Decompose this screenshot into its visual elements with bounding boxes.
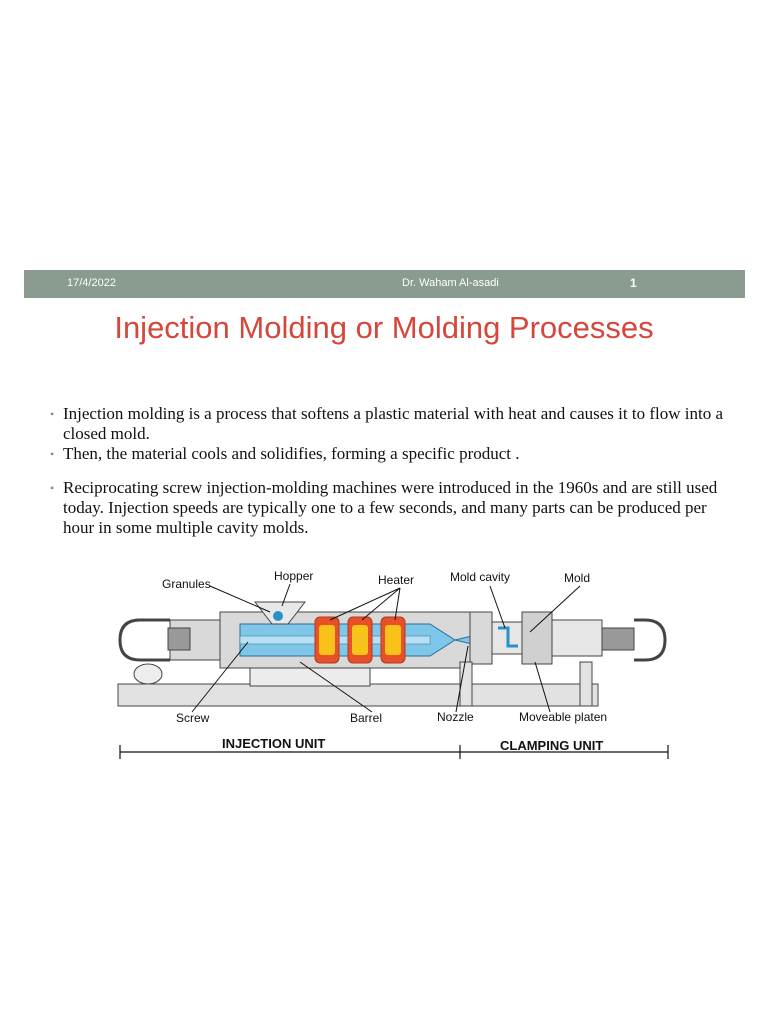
label-barrel: Barrel <box>350 711 382 725</box>
heater-core <box>385 625 401 655</box>
bullet-dot-icon: • <box>50 407 55 421</box>
label-granules: Granules <box>162 577 211 591</box>
label-moveable-platen: Moveable platen <box>519 710 607 724</box>
label-clamping-unit: CLAMPING UNIT <box>500 738 603 753</box>
bullet-text: Then, the material cools and solidifies,… <box>63 444 520 463</box>
label-nozzle: Nozzle <box>437 710 474 724</box>
slide-header-bar: 17/4/2022 Dr. Waham Al-asadi 1 <box>24 270 745 298</box>
slide-title: Injection Molding or Molding Processes <box>114 310 654 345</box>
label-heater: Heater <box>378 573 414 587</box>
bullet-list: • Injection molding is a process that sof… <box>50 404 740 538</box>
moveable-platen <box>521 611 553 665</box>
cylinder-block <box>167 627 191 651</box>
granules-icon <box>273 611 283 621</box>
heater-core <box>319 625 335 655</box>
page-number: 1 <box>630 276 637 290</box>
hydraulic-loop-right <box>634 618 667 662</box>
label-hopper: Hopper <box>274 569 313 583</box>
slide-author: Dr. Waham Al-asadi <box>402 277 499 289</box>
unit-dimension-lines <box>119 745 669 759</box>
bullet-item: • Injection molding is a process that sof… <box>50 404 740 444</box>
slide-date: 17/4/2022 <box>67 277 116 289</box>
motor <box>133 663 163 685</box>
label-pointers <box>191 583 581 713</box>
support-post <box>579 661 593 707</box>
label-screw: Screw <box>176 711 210 725</box>
label-injection-unit: INJECTION UNIT <box>222 736 325 751</box>
injection-molding-machine-diagram: Granules Hopper Heater Mold cavity Mold … <box>117 569 669 759</box>
bullet-item: • Reciprocating screw injection-molding m… <box>50 478 740 538</box>
bullet-text: Injection molding is a process that soft… <box>63 404 723 443</box>
label-mold: Mold <box>564 571 590 585</box>
heater-core <box>352 625 368 655</box>
mold-cavity <box>498 626 518 648</box>
bullet-dot-icon: • <box>50 447 55 461</box>
bullet-item: • Then, the material cools and solidifies… <box>50 444 740 464</box>
clamp-cylinder <box>601 627 635 651</box>
fixed-platen <box>469 611 493 665</box>
label-mold-cavity: Mold cavity <box>450 570 510 584</box>
hydraulic-loop-left <box>118 618 170 662</box>
clamp-block <box>551 619 603 657</box>
bullet-dot-icon: • <box>50 481 55 495</box>
bullet-text: Reciprocating screw injection-molding ma… <box>63 478 718 537</box>
support-post <box>459 661 473 707</box>
